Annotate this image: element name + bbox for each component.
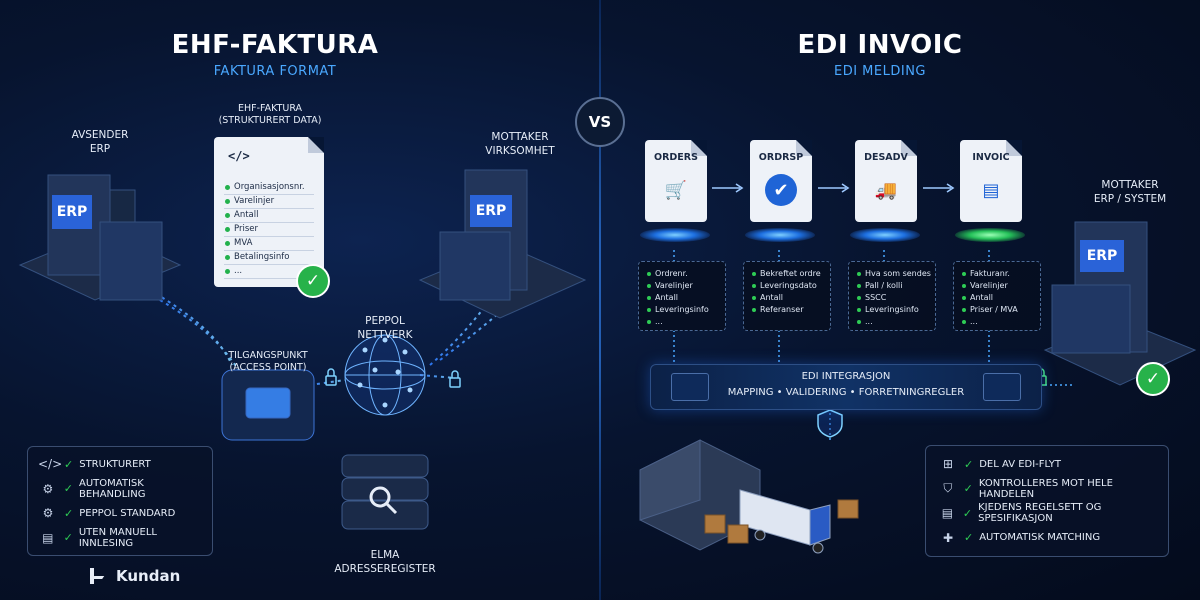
- truck-icon: 🚚: [874, 179, 898, 201]
- platform: [745, 228, 815, 242]
- doc-field: Varelinjer: [224, 195, 314, 209]
- receiver-building: [418, 169, 587, 319]
- edi-doc-invoic: INVOIC ▤: [960, 140, 1022, 222]
- edi-title: EDI INVOIC: [797, 30, 963, 60]
- platform: [850, 228, 920, 242]
- feature-item: ⛉✓KONTROLLERES MOT HELE HANDELEN: [938, 477, 1168, 502]
- edi-doc-orders: ORDERS 🛒: [645, 140, 707, 222]
- sender-building: [18, 174, 182, 301]
- magnifier-icon: [369, 486, 398, 515]
- vs-badge: VS: [575, 97, 625, 147]
- receiver-erp-sign: ERP: [470, 195, 512, 227]
- puzzle-icon: ✚: [942, 530, 954, 545]
- shield-lock-icon: [817, 409, 843, 438]
- register-database-icon: [341, 454, 429, 530]
- integration-title: EDI INTEGRASJON: [801, 371, 891, 382]
- edi-subtitle: EDI MELDING: [833, 64, 926, 79]
- kundan-logo-icon: [90, 568, 110, 584]
- warehouse-icon: [639, 439, 761, 551]
- feature-item: ▤✓KJEDENS REGELSETT OG SPESIFIKASJON: [938, 501, 1168, 526]
- feature-item: ⚙✓AUTOMATISK BEHANDLING: [38, 477, 212, 502]
- feature-item: ▤✓UTEN MANUELL INNLESING: [38, 526, 212, 551]
- server-icon: [983, 373, 1021, 401]
- doc-field: Priser: [224, 223, 314, 237]
- edi-integration-bar: EDI INTEGRASJON MAPPING • VALIDERING • F…: [650, 364, 1042, 410]
- code-icon: </>: [38, 457, 63, 472]
- access-point-device: [221, 369, 315, 441]
- check-icon: ✓: [296, 264, 330, 298]
- access-point-label: TILGANGSPUNKT(ACCESS POINT): [228, 350, 308, 373]
- ehf-subtitle: FAKTURA FORMAT: [213, 64, 337, 79]
- check-icon: ✓: [1136, 362, 1170, 396]
- code-icon: </>: [228, 149, 250, 163]
- shield-icon: ⛉: [943, 481, 953, 496]
- edi-doc-ordrsp: ORDRSP ✔: [750, 140, 812, 222]
- edi-doc-desadv: DESADV 🚚: [855, 140, 917, 222]
- gear-icon: ⚙: [42, 506, 54, 521]
- platform: [955, 228, 1025, 242]
- feature-item: ⊞✓DEL AV EDI-FLYT: [938, 452, 1168, 477]
- invoice-icon: ▤: [982, 179, 1000, 201]
- cart-icon: 🛒: [664, 179, 688, 201]
- platform: [640, 228, 710, 242]
- feature-item: </>✓STRUKTURERT: [38, 457, 151, 472]
- boxes-icon: [704, 499, 859, 544]
- doc-field: Betalingsinfo: [224, 251, 314, 265]
- edi-receiver-erp-sign: ERP: [1080, 240, 1124, 272]
- doc-field: Organisasjonsnr.: [224, 181, 314, 195]
- doc-field: Antall: [224, 209, 314, 223]
- check-circle-icon: ✔: [765, 174, 797, 206]
- ehf-document: </> Organisasjonsnr. Varelinjer Antall P…: [214, 137, 324, 287]
- ehf-title: EHF-FAKTURA: [171, 30, 379, 60]
- edi-feature-box: ⊞✓DEL AV EDI-FLYT ⛉✓KONTROLLERES MOT HEL…: [925, 445, 1169, 557]
- kundan-logo: Kundan: [90, 567, 180, 585]
- hierarchy-icon: ⊞: [942, 457, 954, 472]
- doc-field: ...: [224, 265, 314, 279]
- vs-divider: [599, 0, 601, 600]
- document-icon: ▤: [941, 506, 954, 521]
- feature-item: ⚙✓PEPPOL STANDARD: [38, 501, 212, 526]
- ehf-feature-box: </>✓STRUKTURERT ⚙✓AUTOMATISK BEHANDLING …: [27, 446, 213, 556]
- server-icon: [671, 373, 709, 401]
- truck-icon: [739, 489, 831, 554]
- integration-subtitle: MAPPING • VALIDERING • FORRETNINGREGLER: [727, 387, 965, 398]
- document-icon: ▤: [42, 530, 54, 545]
- feature-item: ✚✓AUTOMATISK MATCHING: [938, 526, 1168, 551]
- doc-field: MVA: [224, 237, 314, 251]
- sender-erp-sign: ERP: [52, 195, 92, 229]
- gear-icon: ⚙: [42, 481, 54, 496]
- globe-network-icon: [344, 334, 426, 416]
- ehf-doc-caption: EHF-FAKTURA(STRUKTURERT DATA): [218, 103, 322, 126]
